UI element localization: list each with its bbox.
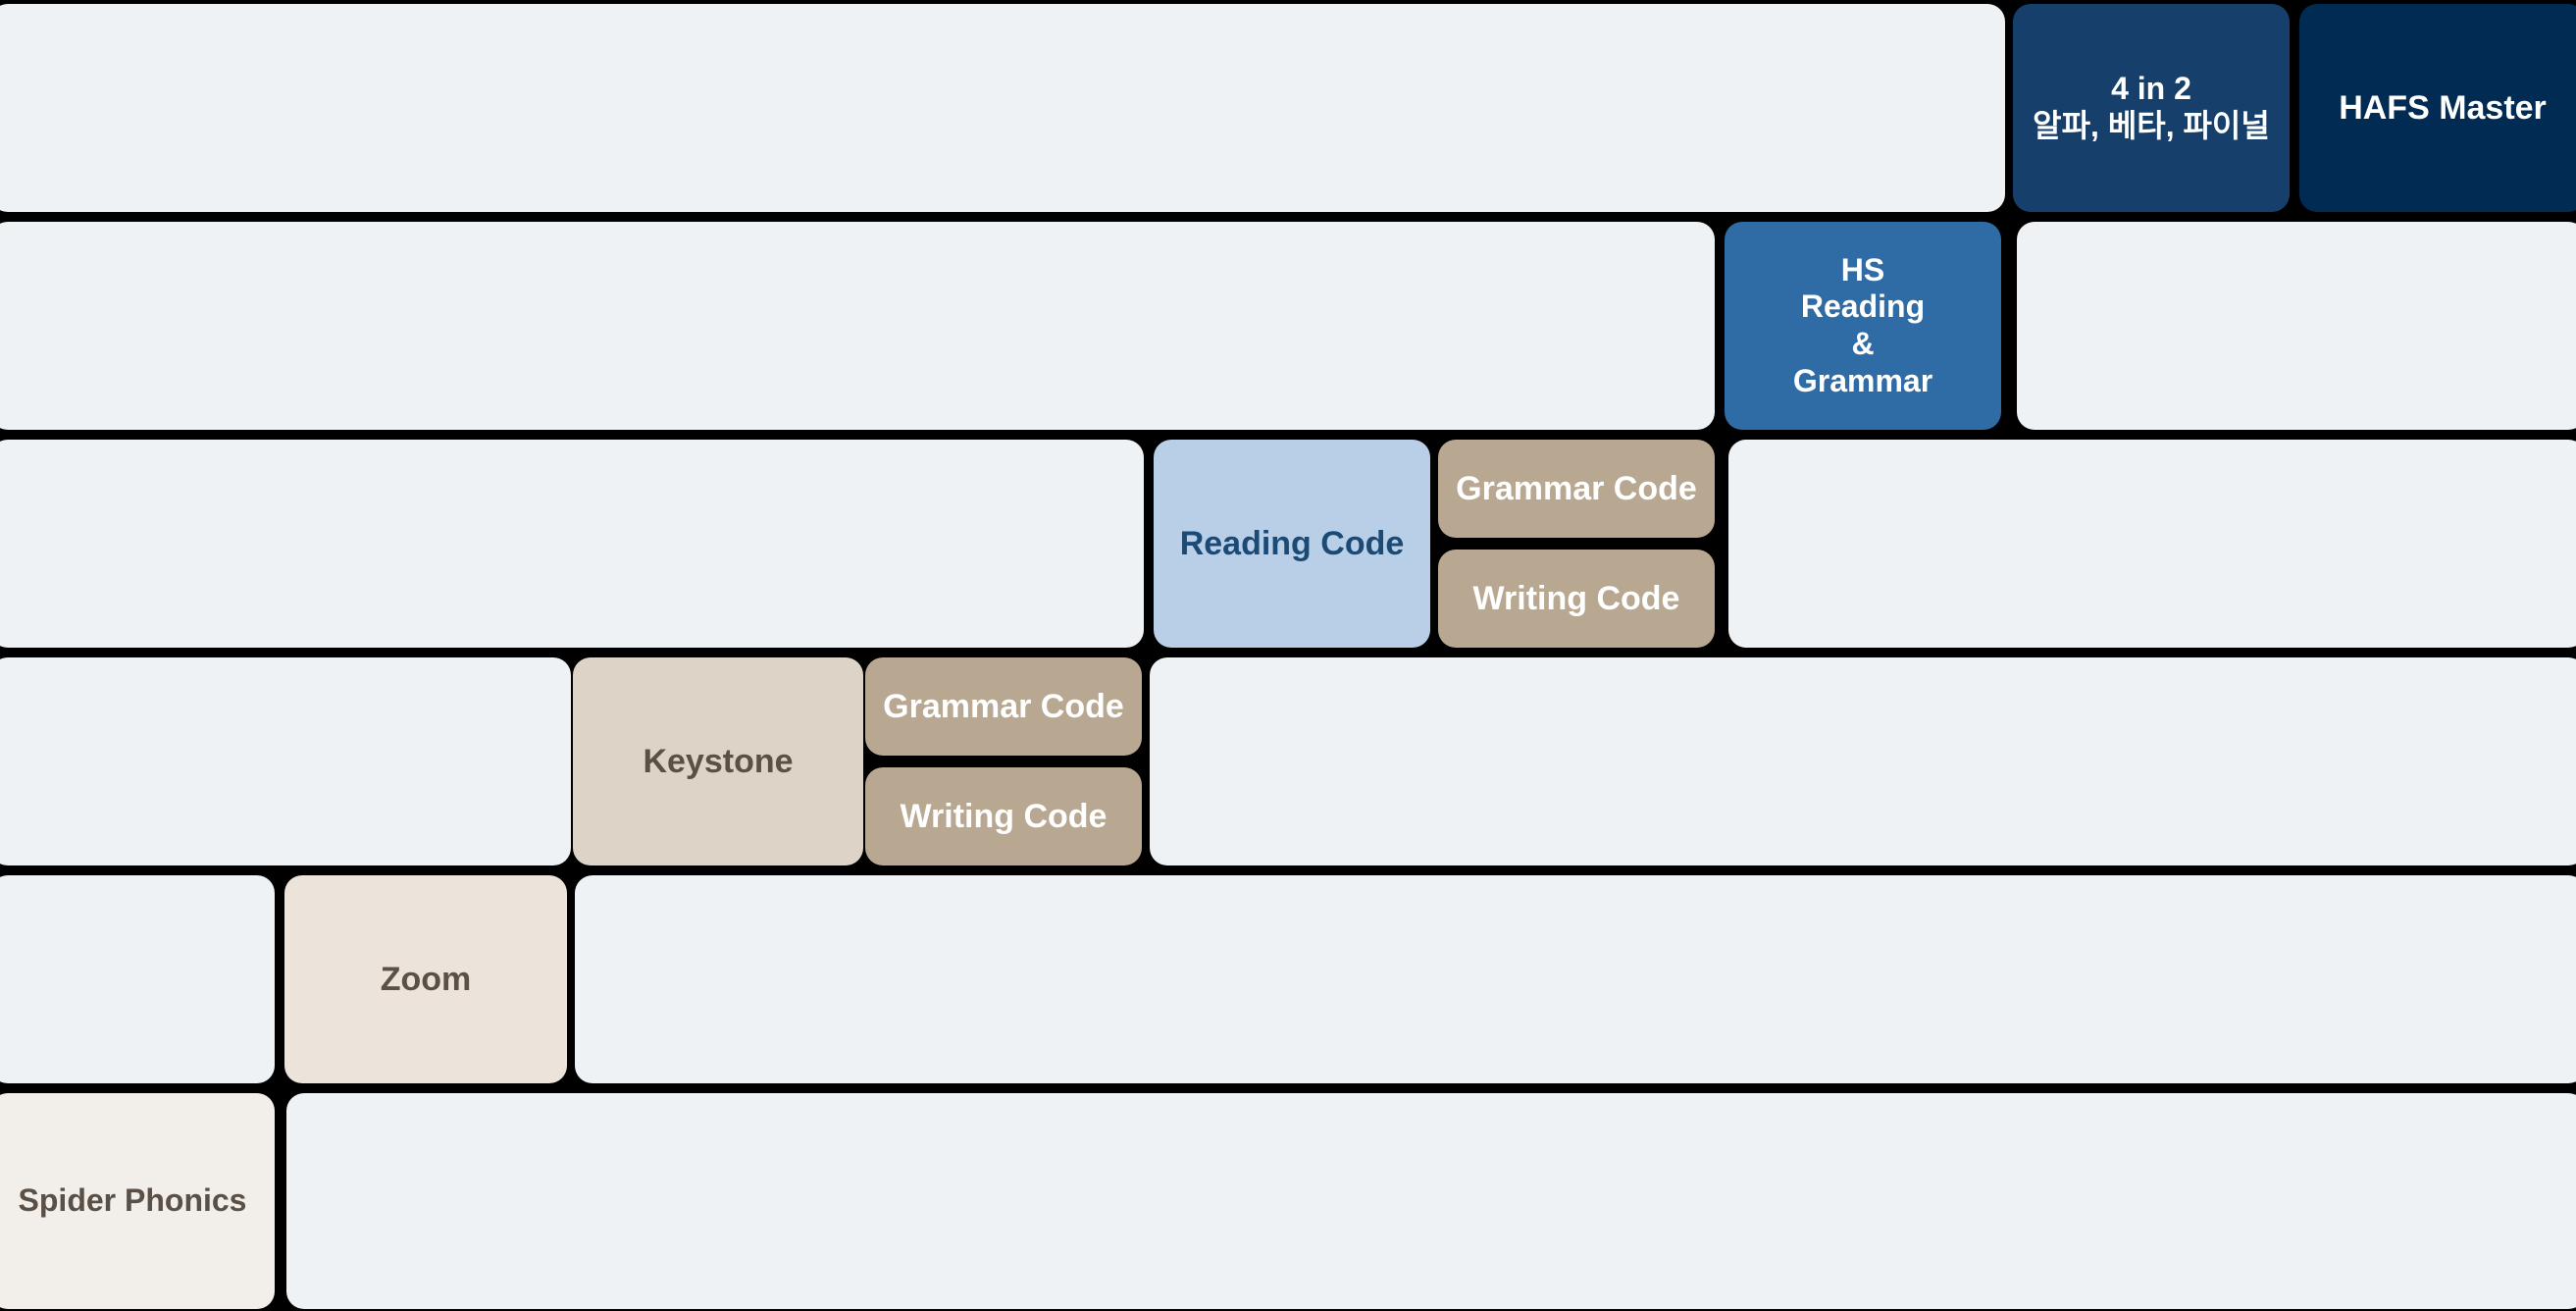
cell-hs-reading-grammar-label: HS Reading & Grammar	[1792, 251, 1933, 398]
cell-row3-filler-left	[0, 440, 1144, 648]
cell-keystone-label: Keystone	[643, 742, 794, 780]
cell-zoom[interactable]: Zoom	[284, 875, 567, 1083]
cell-zoom-label: Zoom	[380, 960, 472, 998]
cell-hs-reading-grammar[interactable]: HS Reading & Grammar	[1725, 222, 2001, 430]
cell-keystone[interactable]: Keystone	[573, 657, 863, 865]
cell-hafs-master[interactable]: HAFS Master	[2299, 4, 2576, 212]
cell-writing-code-hs-label: Writing Code	[1472, 579, 1680, 617]
cell-4-in-2-label: 4 in 2 알파, 베타, 파이널	[2033, 71, 2270, 143]
cell-reading-code-label: Reading Code	[1179, 524, 1405, 562]
cell-spider-phonics-label: Spider Phonics	[18, 1182, 247, 1219]
cell-row2-filler-left	[0, 222, 1715, 430]
cell-writing-code-hs[interactable]: Writing Code	[1438, 550, 1715, 648]
cell-row5-filler-right	[575, 875, 2576, 1083]
cell-row6-filler-right	[286, 1093, 2576, 1309]
cell-row4-filler-right	[1150, 657, 2576, 865]
cell-grammar-code-hs-label: Grammar Code	[1456, 469, 1697, 507]
cell-grammar-code-ks[interactable]: Grammar Code	[865, 657, 1142, 756]
cell-row4-filler-left	[0, 657, 571, 865]
cell-row3-filler-right	[1728, 440, 2576, 648]
cell-row1-filler-left	[0, 4, 2005, 212]
cell-row2-filler-right	[2017, 222, 2576, 430]
cell-writing-code-ks[interactable]: Writing Code	[865, 767, 1142, 865]
cell-hafs-master-label: HAFS Master	[2339, 88, 2547, 127]
cell-reading-code[interactable]: Reading Code	[1154, 440, 1430, 648]
cell-writing-code-ks-label: Writing Code	[900, 797, 1108, 835]
cell-grammar-code-hs[interactable]: Grammar Code	[1438, 440, 1715, 538]
cell-grammar-code-ks-label: Grammar Code	[883, 687, 1124, 725]
cell-4-in-2[interactable]: 4 in 2 알파, 베타, 파이널	[2013, 4, 2290, 212]
cell-row5-filler-left	[0, 875, 275, 1083]
cell-spider-phonics[interactable]: Spider Phonics	[0, 1093, 275, 1309]
